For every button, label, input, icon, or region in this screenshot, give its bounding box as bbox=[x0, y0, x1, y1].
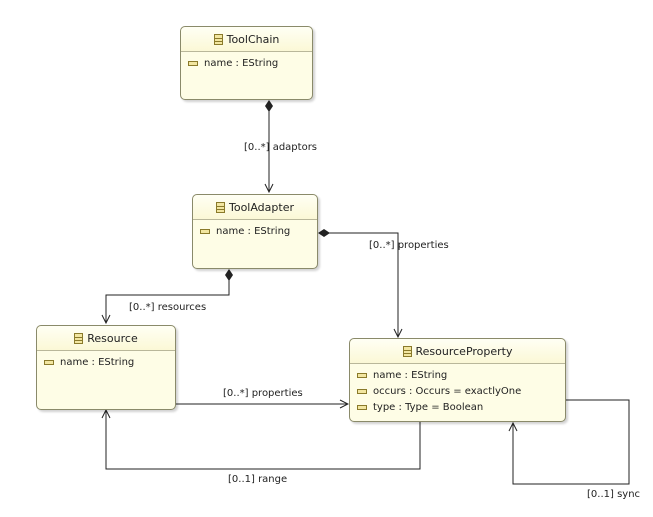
eclass-icon bbox=[402, 345, 412, 357]
resources-reference[interactable] bbox=[106, 269, 233, 323]
sync-label: [0..1] sync bbox=[587, 489, 641, 500]
attribute-row[interactable]: name : EString bbox=[188, 55, 312, 71]
eattribute-icon bbox=[44, 359, 54, 365]
adapter-properties-label: [0..*] properties bbox=[369, 240, 449, 251]
eclass-icon bbox=[215, 201, 225, 213]
attribute-row[interactable]: occurs : Occurs = exactlyOne bbox=[357, 383, 565, 399]
eattribute-icon bbox=[200, 228, 210, 234]
resource-class[interactable]: Resource name : EString bbox=[36, 325, 176, 410]
toolchain-class[interactable]: ToolChain name : EString bbox=[180, 26, 313, 100]
eattribute-icon bbox=[357, 388, 367, 394]
resourceproperty-class[interactable]: ResourceProperty name : EString occurs :… bbox=[349, 338, 566, 422]
resources-label: [0..*] resources bbox=[129, 302, 207, 313]
attribute-row[interactable]: type : Type = Boolean bbox=[357, 399, 565, 415]
class-name: ResourceProperty bbox=[415, 344, 513, 358]
attribute-label: name : EString bbox=[373, 369, 448, 381]
attribute-list: name : EString bbox=[193, 220, 317, 239]
class-header: ToolChain bbox=[181, 27, 312, 52]
attribute-label: occurs : Occurs = exactlyOne bbox=[373, 385, 522, 397]
eclass-icon bbox=[213, 33, 223, 45]
range-reference[interactable] bbox=[106, 410, 421, 470]
adaptors-reference[interactable] bbox=[265, 100, 273, 192]
eattribute-icon bbox=[357, 372, 367, 378]
class-header: ToolAdapter bbox=[193, 195, 317, 220]
attribute-list: name : EString bbox=[37, 351, 175, 370]
class-name: ToolChain bbox=[226, 32, 280, 46]
eclass-icon bbox=[74, 332, 84, 344]
attribute-label: name : EString bbox=[204, 57, 279, 69]
attribute-label: type : Type = Boolean bbox=[373, 401, 484, 413]
containment-diamond-icon bbox=[225, 269, 233, 281]
eattribute-icon bbox=[357, 404, 367, 410]
sync-reference[interactable] bbox=[513, 399, 630, 485]
class-name: Resource bbox=[87, 331, 138, 345]
adapter-properties-reference[interactable] bbox=[318, 229, 398, 337]
attribute-list: name : EString bbox=[181, 52, 312, 71]
class-header: Resource bbox=[37, 326, 175, 351]
tooladapter-class[interactable]: ToolAdapter name : EString bbox=[192, 194, 318, 269]
eattribute-icon bbox=[188, 60, 198, 66]
attribute-label: name : EString bbox=[216, 225, 291, 237]
attribute-row[interactable]: name : EString bbox=[357, 367, 565, 383]
attribute-row[interactable]: name : EString bbox=[200, 223, 317, 239]
class-name: ToolAdapter bbox=[228, 200, 294, 214]
attribute-list: name : EString occurs : Occurs = exactly… bbox=[350, 364, 565, 415]
class-header: ResourceProperty bbox=[350, 339, 565, 364]
adaptors-label: [0..*] adaptors bbox=[244, 142, 318, 153]
resource-properties-label: [0..*] properties bbox=[223, 388, 303, 399]
containment-diamond-icon bbox=[318, 229, 330, 237]
attribute-label: name : EString bbox=[60, 356, 135, 368]
attribute-row[interactable]: name : EString bbox=[44, 354, 175, 370]
range-label: [0..1] range bbox=[228, 474, 288, 485]
containment-diamond-icon bbox=[265, 100, 273, 112]
